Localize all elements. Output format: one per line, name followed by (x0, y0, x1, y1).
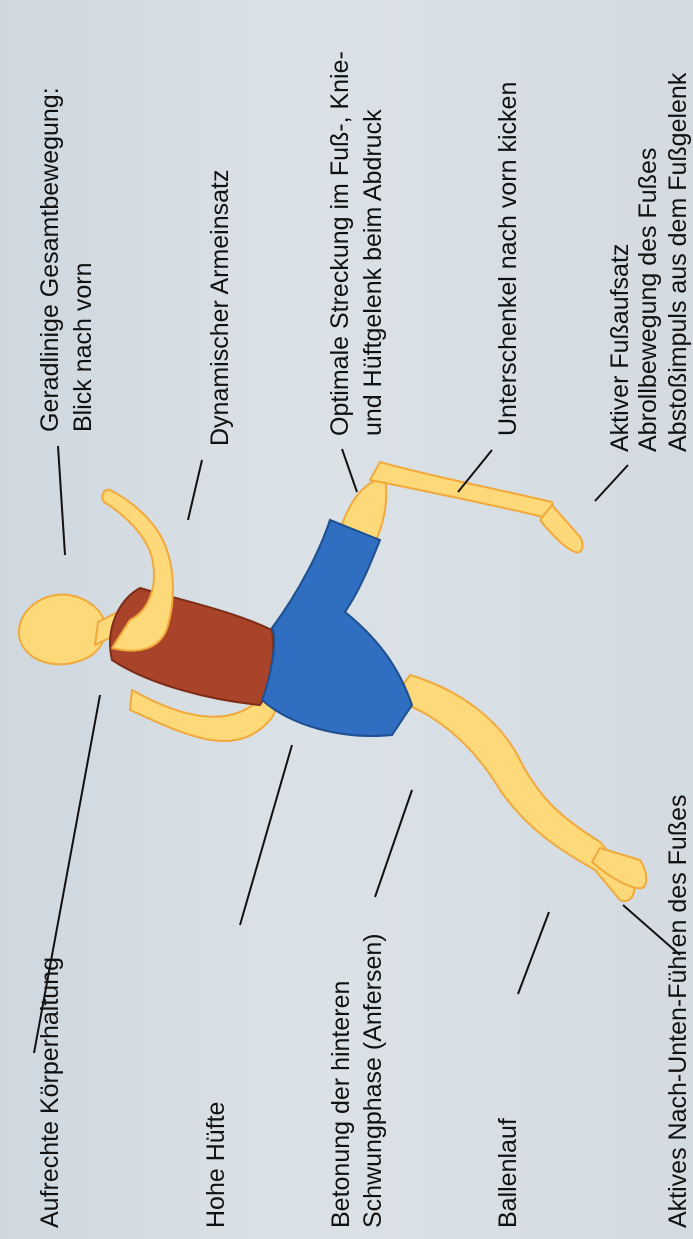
label-armeinsatz: Dynamischer Armeinsatz (206, 170, 234, 446)
label-fussaufsatz-line3: Abstoßimpuls aus dem Fußgelenk (664, 72, 692, 452)
leader-gesamtbewegung (58, 446, 65, 555)
label-fussaufsatz-line2: Abrollbewegung des Fußes (634, 148, 662, 452)
label-ballenlauf: Ballenlauf (494, 1118, 522, 1228)
runner-figure (19, 462, 646, 901)
leader-fussaufsatz (595, 465, 628, 501)
label-nach-unten-fuehren: Aktives Nach-Unten-Führen des Fußes (664, 794, 692, 1228)
label-schwungphase-line2: Schwungphase (Anfersen) (359, 933, 387, 1228)
label-fussaufsatz-line1: Aktiver Fußaufsatz (606, 244, 634, 452)
label-gesamtbewegung-line1: Geradlinige Gesamtbewegung: (36, 87, 64, 432)
label-hohe-huefte: Hohe Hüfte (202, 1102, 230, 1228)
leader-armeinsatz (188, 460, 202, 520)
leader-hohe-huefte (240, 745, 292, 925)
label-streckung-line2: und Hüftgelenk beim Abdruck (359, 109, 387, 436)
leader-streckung (342, 449, 357, 492)
front-lower-leg (370, 462, 553, 517)
shorts (262, 520, 412, 736)
front-foot (540, 505, 582, 553)
label-gesamtbewegung-line2: Blick nach vorn (69, 262, 97, 432)
stance-foot (592, 848, 646, 888)
label-streckung-line1: Optimale Streckung im Fuß-, Knie- (326, 51, 354, 436)
head (19, 595, 106, 665)
leader-ballenlauf (518, 912, 549, 994)
leader-schwungphase (375, 790, 412, 897)
label-unterschenkel: Unterschenkel nach vorn kicken (494, 82, 522, 436)
label-koerperhaltung: Aufrechte Körperhaltung (36, 957, 64, 1228)
label-schwungphase-line1: Betonung der hinteren (327, 981, 355, 1228)
